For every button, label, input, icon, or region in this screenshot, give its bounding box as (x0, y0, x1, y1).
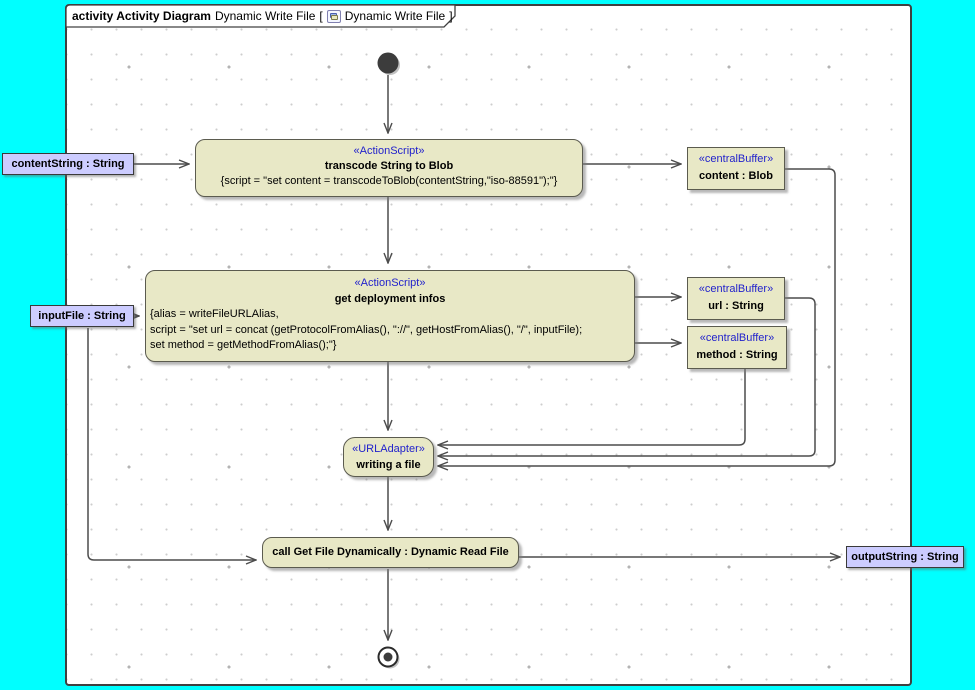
buffer-name: url : String (708, 300, 764, 312)
action-get-deployment-infos[interactable]: «ActionScript» get deployment infos {ali… (145, 270, 635, 362)
frame-bracket-right: ] (449, 9, 453, 23)
stereotype-label: «centralBuffer» (698, 283, 774, 295)
initial-node[interactable] (377, 52, 399, 74)
diagram-frame-header: activity Activity Diagram Dynamic Write … (72, 8, 453, 24)
action-name: transcode String to Blob (324, 160, 454, 172)
parameter-contentstring[interactable]: contentString : String (2, 153, 134, 175)
parameter-label: contentString : String (11, 158, 125, 170)
activity-diagram-icon (326, 9, 341, 23)
frame-bracket-left: [ (319, 9, 323, 23)
central-buffer-content[interactable]: «centralBuffer» content : Blob (687, 147, 785, 190)
final-node-dot (383, 652, 393, 662)
action-script-body-line: {alias = writeFileURLAlias, (150, 308, 279, 320)
action-script-body-line: script = "set url = concat (getProtocolF… (150, 323, 583, 336)
call-behavior-action[interactable]: call Get File Dynamically : Dynamic Read… (262, 537, 519, 568)
parameter-label: outputString : String (851, 551, 959, 563)
edge-inputfile-to-call[interactable] (87, 328, 256, 560)
stereotype-label: «centralBuffer» (699, 332, 775, 344)
stereotype-label: «URLAdapter» (352, 443, 425, 455)
buffer-name: method : String (696, 349, 778, 361)
frame-keyword: activity Activity Diagram (72, 9, 211, 23)
action-name: get deployment infos (334, 292, 446, 305)
central-buffer-url[interactable]: «centralBuffer» url : String (687, 277, 785, 320)
buffer-name: content : Blob (699, 170, 773, 182)
frame-ref-name: Dynamic Write File (344, 9, 446, 23)
frame-diagram-name: Dynamic Write File (214, 9, 316, 23)
edge-urlbuffer-to-writing[interactable] (438, 297, 816, 456)
action-writing-a-file[interactable]: «URLAdapter» writing a file (343, 437, 434, 477)
stereotype-label: «centralBuffer» (698, 153, 774, 165)
edge-contentbuffer-to-writing[interactable] (438, 168, 836, 466)
action-transcode-string-to-blob[interactable]: «ActionScript» transcode String to Blob … (195, 139, 583, 197)
frame-header-tab (65, 4, 456, 28)
action-name: call Get File Dynamically : Dynamic Read… (272, 546, 509, 558)
stereotype-label: «ActionScript» (354, 277, 426, 289)
action-script-body-line: set method = getMethodFromAlias();"} (150, 339, 337, 351)
edge-methodbuffer-to-writing[interactable] (438, 369, 746, 445)
parameter-inputfile[interactable]: inputFile : String (30, 305, 134, 327)
action-script-body: {script = "set content = transcodeToBlob… (220, 175, 558, 187)
action-name: writing a file (356, 459, 421, 471)
parameter-outputstring[interactable]: outputString : String (846, 546, 964, 568)
central-buffer-method[interactable]: «centralBuffer» method : String (687, 326, 787, 369)
stereotype-label: «ActionScript» (353, 145, 425, 157)
parameter-label: inputFile : String (38, 310, 126, 322)
